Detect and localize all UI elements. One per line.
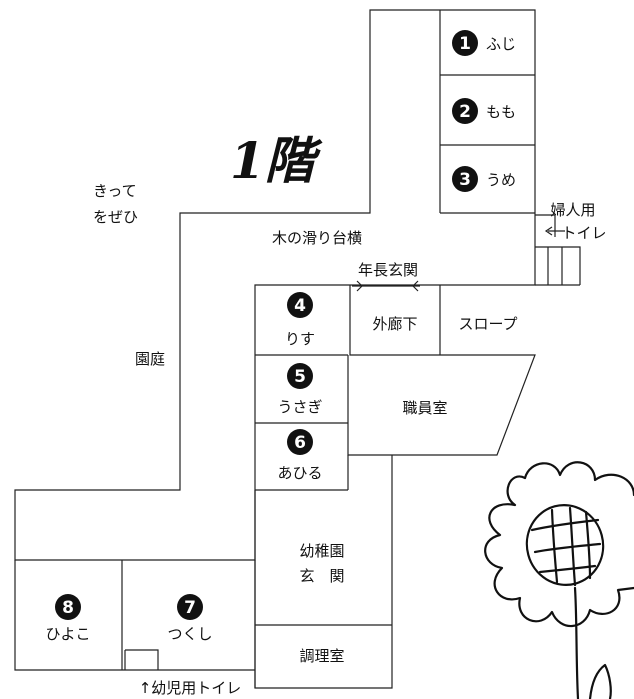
room-4-number: 4 (294, 296, 306, 316)
slide-label: 木の滑り台横 (272, 229, 362, 247)
womens-toilet-stairs (535, 214, 581, 286)
room-6: 6 あひる (277, 429, 323, 482)
room-1: 1 ふじ (452, 30, 516, 56)
room-3: 3 うめ (452, 166, 516, 192)
outer-wall (14, 9, 536, 561)
rooms-1-3-walls (439, 10, 535, 214)
sunflower-drawing-icon (484, 461, 634, 699)
room-3-badge (452, 166, 478, 192)
senior-entrance-label: 年長玄関 (358, 261, 418, 279)
room-4: 4 りす (285, 292, 315, 348)
room-5-badge (287, 363, 313, 389)
room-7: 7 つくし (167, 594, 213, 643)
rooms-7-8-walls (14, 560, 256, 688)
entrance-label-1: 幼稚園 (299, 542, 344, 560)
arrow-right-icon (356, 280, 363, 292)
room-1-name: ふじ (486, 35, 516, 53)
entrance-label-2: 玄 関 (299, 567, 344, 585)
room-7-name: つくし (167, 625, 212, 643)
room-1-badge (452, 30, 478, 56)
room-3-number: 3 (459, 170, 471, 190)
room-2-number: 2 (459, 102, 471, 122)
partial-text-2: をぜひ (93, 208, 138, 226)
room-2-name: もも (486, 103, 516, 121)
room-5-number: 5 (294, 367, 306, 387)
room-2-badge (452, 98, 478, 124)
room-3-name: うめ (486, 171, 516, 189)
room-6-name: あひる (277, 464, 322, 482)
room-8: 8 ひよこ (45, 594, 91, 643)
kids-toilet-label: ↑幼児用トイレ (139, 679, 242, 697)
floor-title: 1階 (230, 131, 323, 190)
room-5: 5 うさぎ (277, 363, 323, 416)
room-8-badge (55, 594, 81, 620)
rooms-4-6-walls (255, 354, 349, 491)
room-6-badge (287, 429, 313, 455)
garden-label: 園庭 (135, 350, 165, 368)
room-1-number: 1 (459, 34, 471, 54)
room-2: 2 もも (452, 98, 516, 124)
staff-room-label: 職員室 (402, 399, 447, 417)
slope-label: スロープ (458, 315, 517, 333)
room-7-badge (177, 594, 203, 620)
corridor-label: 外廊下 (372, 315, 417, 333)
room-4-name: りす (285, 330, 315, 348)
room-8-name: ひよこ (45, 625, 90, 643)
room-8-number: 8 (62, 598, 74, 618)
kitchen-label: 調理室 (299, 647, 344, 665)
room-6-number: 6 (294, 433, 306, 453)
room-4-badge (287, 292, 313, 318)
corridor-block (347, 285, 536, 456)
womens-toilet-label-2: トイレ (561, 224, 606, 242)
womens-toilet-label-1: 婦人用 (550, 201, 595, 219)
room-5-name: うさぎ (277, 398, 322, 416)
room-7-number: 7 (184, 598, 196, 618)
partial-text-1: きって (93, 182, 137, 200)
arrow-left-icon (544, 226, 553, 236)
arrow-left-icon (412, 280, 419, 292)
